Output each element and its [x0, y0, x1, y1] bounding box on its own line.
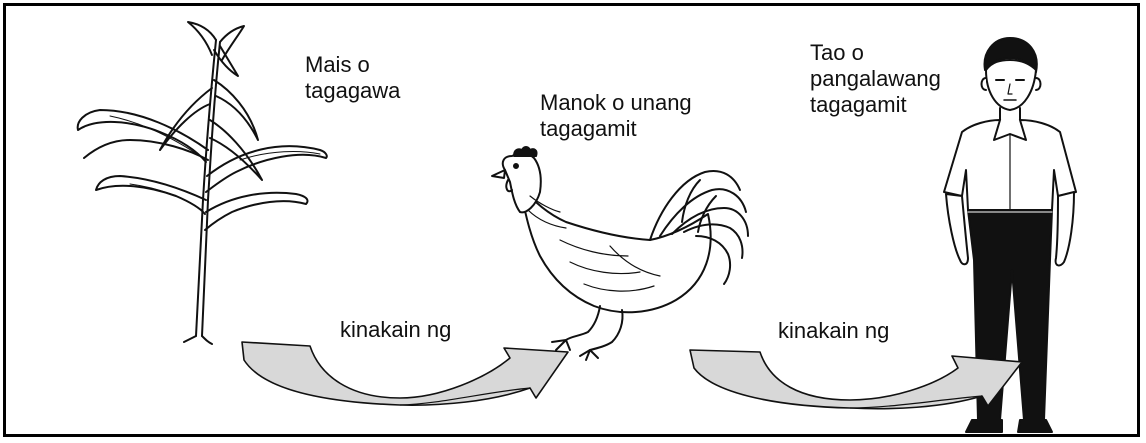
arrow-label-1: kinakain ng — [340, 317, 451, 343]
rooster-icon — [492, 147, 748, 360]
man-label: Tao o pangalawang tagagamit — [810, 40, 941, 118]
corn-label: Mais o tagagawa — [305, 52, 400, 104]
chicken-label: Manok o unang tagagamit — [540, 90, 692, 142]
corn-plant-icon — [78, 22, 327, 344]
arrow-chicken-to-man — [690, 350, 1022, 409]
arrow-label-2: kinakain ng — [778, 318, 889, 344]
arrow-corn-to-chicken — [242, 342, 568, 405]
